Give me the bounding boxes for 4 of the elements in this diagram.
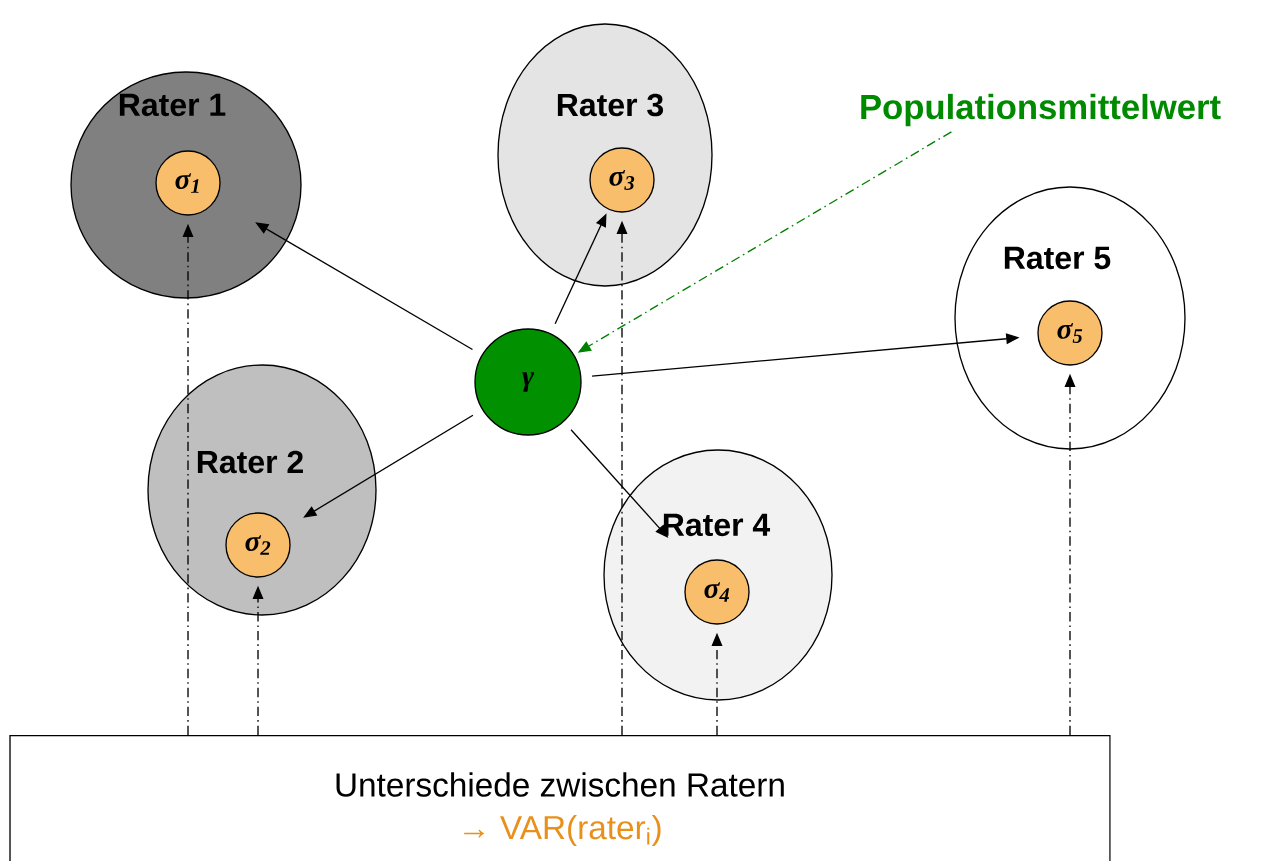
arrow [255,222,474,351]
summary-box: Unterschiede zwischen Ratern → VAR(rater$_{i}$) [9,735,1111,861]
annotation-text: Populationsmittelwert [861,93,1221,127]
arrow [303,414,474,518]
